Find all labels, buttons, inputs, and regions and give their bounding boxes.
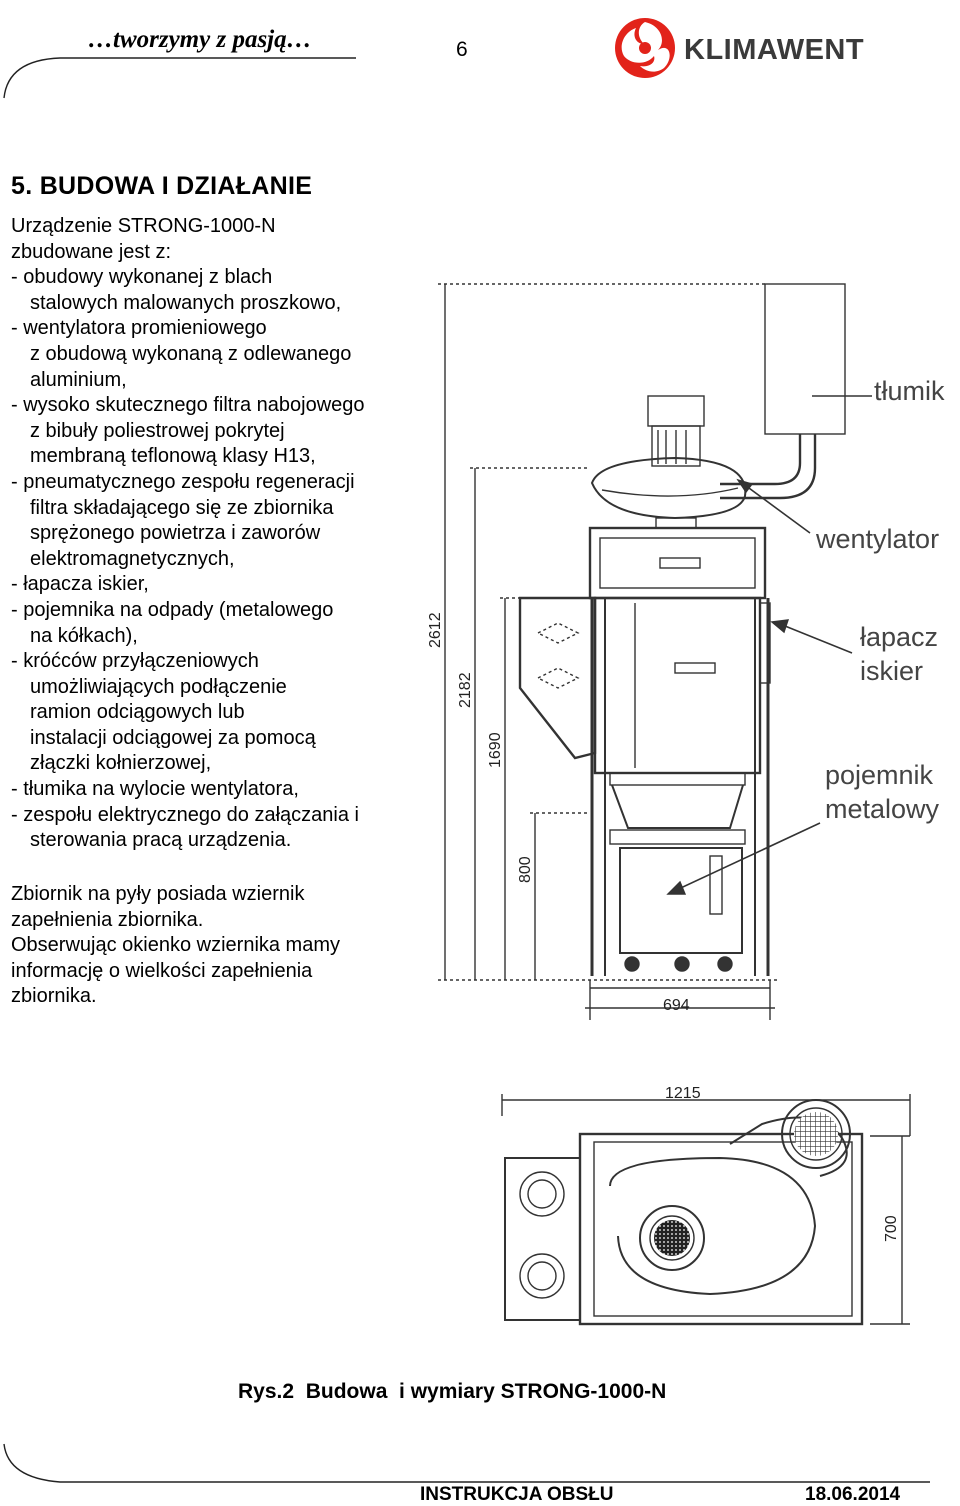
dim-label-2182: 2182 [457, 672, 474, 708]
page-number: 6 [456, 38, 468, 61]
body-line: aluminium, [30, 368, 127, 391]
motor-top [647, 395, 705, 427]
label-silencer: tłumik [874, 376, 945, 406]
footer-date: 18.06.2014 [805, 1484, 901, 1505]
brand-logo: KLIMAWENT [615, 18, 864, 78]
body-line: stalowych malowanych proszkowo, [30, 291, 342, 314]
body-line: membraną teflonową klasy H13, [30, 445, 316, 468]
body-line: sprężonego powietrza i zaworów [30, 522, 321, 545]
dim-label-width: 694 [663, 997, 690, 1014]
grille-pattern [654, 1112, 838, 1256]
footer-manual-title: INSTRUKCJA OBSŁU [420, 1484, 614, 1505]
top-view-diagram: 1215 700 [501, 1085, 911, 1326]
dim-label-1690: 1690 [487, 732, 504, 768]
silencer-box [764, 283, 846, 435]
body-line: - łapacza iskier, [11, 573, 149, 596]
paragraph-line: zapełnienia zbiornika. [11, 908, 204, 931]
brand-name: KLIMAWENT [684, 34, 864, 66]
body-line: Urządzenie STRONG-1000-N [11, 215, 276, 237]
fan-housing [590, 456, 747, 520]
section-title: 5. BUDOWA I DZIAŁANIE [11, 172, 313, 200]
body-line: - tłumika na wylocie wentylatora, [11, 778, 299, 801]
body-line: - pojemnika na odpady (metalowego [11, 598, 334, 621]
label-container-2: metalowy [825, 794, 940, 824]
label-spark-catcher-1: łapacz [860, 622, 938, 652]
body-line: - pneumatycznego zespołu regeneracji [11, 470, 355, 493]
paragraph-inspection-window: Zbiornik na pyły posiada wziernik zapełni… [11, 882, 340, 1010]
header-slogan: …tworzymy z pasją… [88, 26, 312, 53]
filter-housing [593, 596, 762, 775]
component-list: Urządzenie STRONG-1000-N zbudowane jest z… [11, 214, 421, 854]
elevation-diagram: 2612 2182 1690 800 694 tłumik wentylator… [427, 283, 945, 1020]
body-line: filtra składającego się ze zbiornika [30, 496, 334, 519]
inlet-plate [504, 1157, 581, 1321]
label-spark-catcher-2: iskier [860, 656, 923, 686]
footer-curve-decoration [3, 1443, 930, 1483]
body-line: elektromagnetycznych, [30, 547, 235, 570]
figure-caption: Rys.2 Budowa i wymiary STRONG-1000-N [238, 1380, 667, 1403]
paragraph-line: zbiornika. [11, 985, 97, 1008]
body-line: zbudowane jest z: [11, 240, 172, 263]
dim-label-total: 2612 [427, 612, 444, 648]
fan-outlet [729, 1116, 848, 1177]
housing-top [578, 1132, 864, 1326]
paragraph-line: Zbiornik na pyły posiada wziernik [11, 883, 305, 905]
body-line: ramion odciągowych lub [30, 701, 245, 724]
paragraph-line: informację o wielkości zapełnienia [11, 959, 313, 982]
dim-label-700: 700 [883, 1215, 900, 1242]
body-line: na kółkach), [30, 624, 138, 647]
body-line: umożliwiających podłączenie [30, 675, 287, 698]
body-line: sterowania pracą urządzenia. [30, 829, 292, 852]
body-line: instalacji odciągowej za pomocą [30, 726, 316, 749]
dim-label-800: 800 [517, 856, 534, 883]
body-line: z obudową wykonaną z odlewanego [30, 342, 352, 365]
body-line: - zespołu elektrycznego do załączania i [11, 803, 359, 826]
body-line: - wentylatora promieniowego [11, 317, 267, 340]
label-fan: wentylator [815, 524, 939, 554]
body-line: złączki kołnierzowej, [30, 752, 212, 775]
paragraph-line: Obserwując okienko wziernika mamy [11, 934, 341, 957]
frame-rail [609, 829, 746, 845]
body-line: - obudowy wykonanej z blach [11, 266, 273, 289]
body-line: - króćców przyłączeniowych [11, 650, 259, 673]
logo-swirl-icon [615, 18, 675, 78]
spark-catcher [518, 596, 597, 760]
label-container-1: pojemnik [825, 760, 934, 790]
metal-container [619, 847, 743, 954]
body-line: z bibuły poliestrowej pokrytej [30, 419, 285, 442]
dim-label-1215: 1215 [665, 1085, 701, 1102]
body-line: - wysoko skutecznego filtra nabojowego [11, 394, 365, 417]
header-curve-decoration [3, 57, 356, 99]
motor-top-circle [639, 1205, 705, 1271]
